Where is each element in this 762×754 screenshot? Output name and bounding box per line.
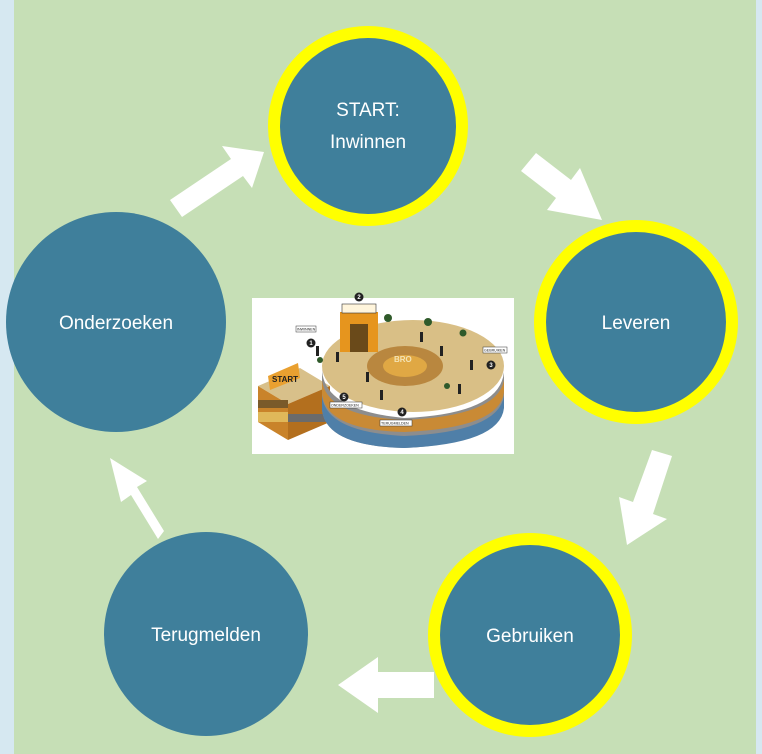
disc-center-text: BRO [394,355,412,364]
svg-text:START:: START: [336,100,400,121]
svg-text:Terugmelden: Terugmelden [151,625,261,646]
svg-text:Onderzoeken: Onderzoeken [59,313,173,334]
scenery [317,314,467,389]
svg-text:Gebruiken: Gebruiken [486,626,574,647]
step-circle [546,232,726,412]
arrow-leveren-to-gebruiken [619,450,672,545]
figures [316,332,473,400]
step-label-line: Terugmelden [151,625,261,646]
sign-label: ONDERZOEKEN [331,404,359,408]
step-number: 4 [400,410,404,416]
step-markers: 1 2 3 4 5 [306,292,496,417]
step-onderzoeken: Onderzoeken [6,212,226,432]
start-block: START [258,363,330,440]
arrow-terugmelden-to-onderzoeken [110,458,164,539]
start-sign-text: START [272,375,298,384]
step-circle [6,212,226,432]
step-circle [440,545,620,725]
step-number: 2 [357,295,361,301]
sign-label: GEBRUIKEN [484,349,506,353]
step-signs: INWINNEN GEBRUIKEN TERUGMELDEN ONDERZOEK… [295,325,508,427]
step-terugmelden: Terugmelden [104,532,308,736]
svg-text:Leveren: Leveren [602,313,671,334]
step-label-line: Inwinnen [330,132,406,153]
step-circle [280,38,456,214]
step-number: 5 [342,395,346,401]
step-label-line: Leveren [602,313,671,334]
step-inwinnen: START: Inwinnen [268,26,468,226]
step-gebruiken: Gebruiken [428,533,632,737]
arrow-onderzoeken-to-inwinnen [170,146,264,217]
step-circle [104,532,308,736]
sign-label: INWINNEN [297,328,316,332]
center-illustration: START BRO [252,292,514,454]
svg-text:Inwinnen: Inwinnen [330,132,406,153]
step-label-line: Onderzoeken [59,313,173,334]
cycle-arrows [110,146,672,713]
arrow-gebruiken-to-terugmelden [338,657,434,713]
step-number: 1 [309,341,313,347]
step-leveren: Leveren [534,220,738,424]
arrow-inwinnen-to-leveren [521,153,602,220]
gate [340,303,378,352]
step-label-line: START: [336,100,400,121]
sign-label: TERUGMELDEN [381,422,409,426]
step-number: 3 [489,363,493,369]
step-label-line: Gebruiken [486,626,574,647]
